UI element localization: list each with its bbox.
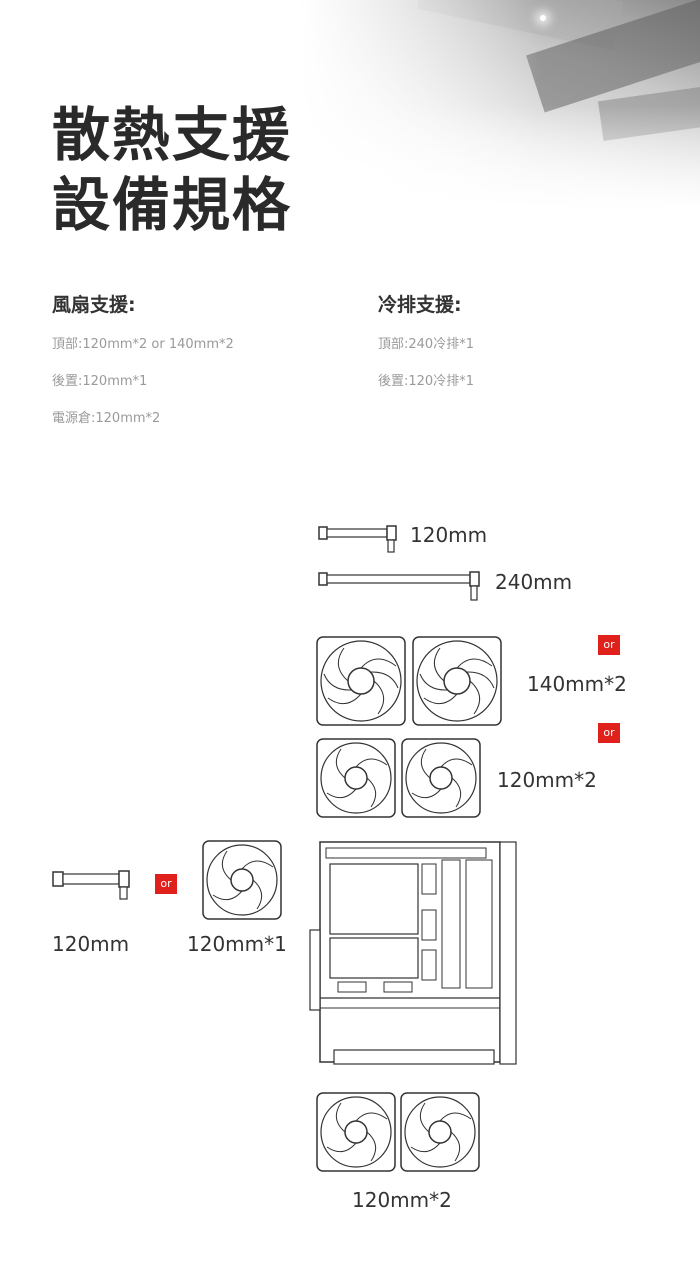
- or-badge: or: [155, 874, 177, 894]
- or-badge: or: [598, 723, 620, 743]
- or-badge: or: [598, 635, 620, 655]
- radiator-240-label: 240mm: [495, 570, 573, 594]
- case-diagram: [309, 841, 517, 1065]
- fan-support-rear: 後置:120mm*1: [52, 374, 148, 389]
- fan-120-icon: [316, 738, 396, 818]
- fan-bottom-label: 120mm*2: [352, 1188, 452, 1212]
- fan-support-top: 頂部:120mm*2 or 140mm*2: [52, 337, 234, 352]
- fan-120-icon: [401, 738, 481, 818]
- fan-bottom-icon: [400, 1092, 480, 1172]
- fan-support-psu: 電源倉:120mm*2: [52, 411, 161, 426]
- radiator-120-icon: [318, 525, 397, 553]
- fan-140-label: 140mm*2: [527, 672, 627, 696]
- radiator-support-rear: 後置:120冷排*1: [378, 374, 474, 389]
- fan-120-top-label: 120mm*2: [497, 768, 597, 792]
- fan-bottom-icon: [316, 1092, 396, 1172]
- fan-140-icon: [412, 636, 502, 726]
- radiator-rear-label: 120mm: [52, 932, 130, 956]
- fan-rear-icon: [202, 840, 282, 920]
- fan-support-heading: 風扇支援:: [52, 294, 136, 316]
- hero-background: [300, 0, 700, 210]
- title-line-1: 散熱支援: [52, 101, 293, 169]
- radiator-support-heading: 冷排支援:: [378, 294, 462, 316]
- fan-140-icon: [316, 636, 406, 726]
- radiator-support-top: 頂部:240冷排*1: [378, 337, 474, 352]
- radiator-rear-icon: [52, 870, 130, 900]
- title-line-2: 設備規格: [52, 171, 293, 239]
- radiator-120-label: 120mm: [410, 523, 488, 547]
- fan-rear-label: 120mm*1: [187, 932, 287, 956]
- radiator-240-icon: [318, 571, 480, 601]
- page-title: 散熱支援 設備規格: [52, 100, 292, 240]
